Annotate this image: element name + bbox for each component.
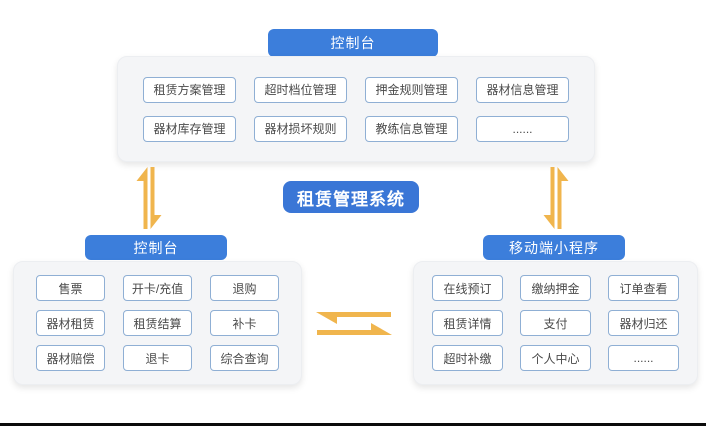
feature-chip: 开卡/充值 xyxy=(123,275,192,301)
top-console-panel: 租赁方案管理 超时档位管理 押金规则管理 器材信息管理 器材库存管理 器材损坏规… xyxy=(117,56,595,162)
bidirectional-vertical-arrows-icon xyxy=(136,167,162,229)
left-console-panel: 售票 开卡/充值 退购 器材租赁 租赁结算 补卡 器材赔偿 退卡 综合查询 xyxy=(13,261,302,385)
feature-chip: 退卡 xyxy=(123,345,192,371)
feature-chip: 补卡 xyxy=(210,310,279,336)
feature-chip: 器材库存管理 xyxy=(143,115,236,142)
feature-chip: 个人中心 xyxy=(520,345,591,371)
feature-chip: 超时补缴 xyxy=(432,345,503,371)
feature-chip: 租赁结算 xyxy=(123,310,192,336)
feature-chip: 退购 xyxy=(210,275,279,301)
feature-chip: 器材赔偿 xyxy=(36,345,105,371)
feature-chip: 支付 xyxy=(520,310,591,336)
feature-chip: 超时档位管理 xyxy=(254,76,347,103)
feature-chip: 器材租赁 xyxy=(36,310,105,336)
system-title: 租赁管理系统 xyxy=(283,181,419,213)
feature-chip: ...... xyxy=(476,115,569,142)
top-console-header: 控制台 xyxy=(268,29,438,57)
feature-chip: 押金规则管理 xyxy=(365,76,458,103)
miniprogram-panel: 在线预订 缴纳押金 订单查看 租赁详情 支付 器材归还 超时补缴 个人中心 ..… xyxy=(413,261,698,385)
page-divider xyxy=(0,423,706,426)
feature-chip: 教练信息管理 xyxy=(365,115,458,142)
feature-chip: 缴纳押金 xyxy=(520,275,591,301)
swap-horizontal-arrows-icon xyxy=(316,312,392,335)
feature-chip: 租赁详情 xyxy=(432,310,503,336)
feature-chip: ...... xyxy=(608,345,679,371)
feature-chip: 综合查询 xyxy=(210,345,279,371)
feature-chip: 订单查看 xyxy=(608,275,679,301)
feature-chip: 器材损坏规则 xyxy=(254,115,347,142)
feature-chip: 租赁方案管理 xyxy=(143,76,236,103)
miniprogram-header: 移动端小程序 xyxy=(483,235,625,260)
feature-chip: 器材归还 xyxy=(608,310,679,336)
left-console-header: 控制台 xyxy=(85,235,227,260)
feature-chip: 售票 xyxy=(36,275,105,301)
bidirectional-vertical-arrows-icon xyxy=(543,167,569,229)
feature-chip: 器材信息管理 xyxy=(476,76,569,103)
feature-chip: 在线预订 xyxy=(432,275,503,301)
